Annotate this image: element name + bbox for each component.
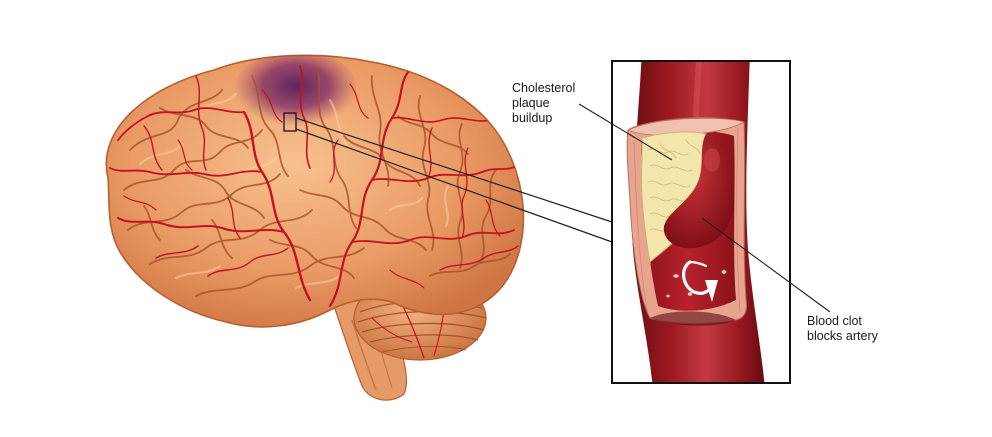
- curved-arrow-icon: [682, 260, 718, 302]
- artery-cross-section: [626, 117, 747, 326]
- blood-cells: [665, 269, 727, 298]
- blockage-marker: [283, 112, 297, 132]
- zoom-pointer-lines: [295, 117, 613, 243]
- blood-clot-label: Blood clot blocks artery: [807, 314, 878, 344]
- clot-label-line-1: Blood clot: [807, 314, 862, 328]
- brain-illustration: [105, 54, 525, 401]
- cholesterol-label-line-2: plaque: [512, 96, 550, 110]
- cholesterol-pointer-line: [578, 103, 673, 161]
- clot-pointer-line: [701, 217, 831, 313]
- cholesterol-label-line-1: Cholesterol: [512, 81, 576, 95]
- blood-clot: [663, 134, 734, 249]
- clot-label-line-2: blocks artery: [807, 329, 878, 343]
- cholesterol-plaque-label: Cholesterol plaque buildup: [512, 81, 575, 126]
- artery-inset: [611, 60, 791, 384]
- cholesterol-label-line-3: buildup: [512, 111, 553, 125]
- inset-frame: [611, 60, 791, 384]
- stroke-region: [234, 55, 358, 130]
